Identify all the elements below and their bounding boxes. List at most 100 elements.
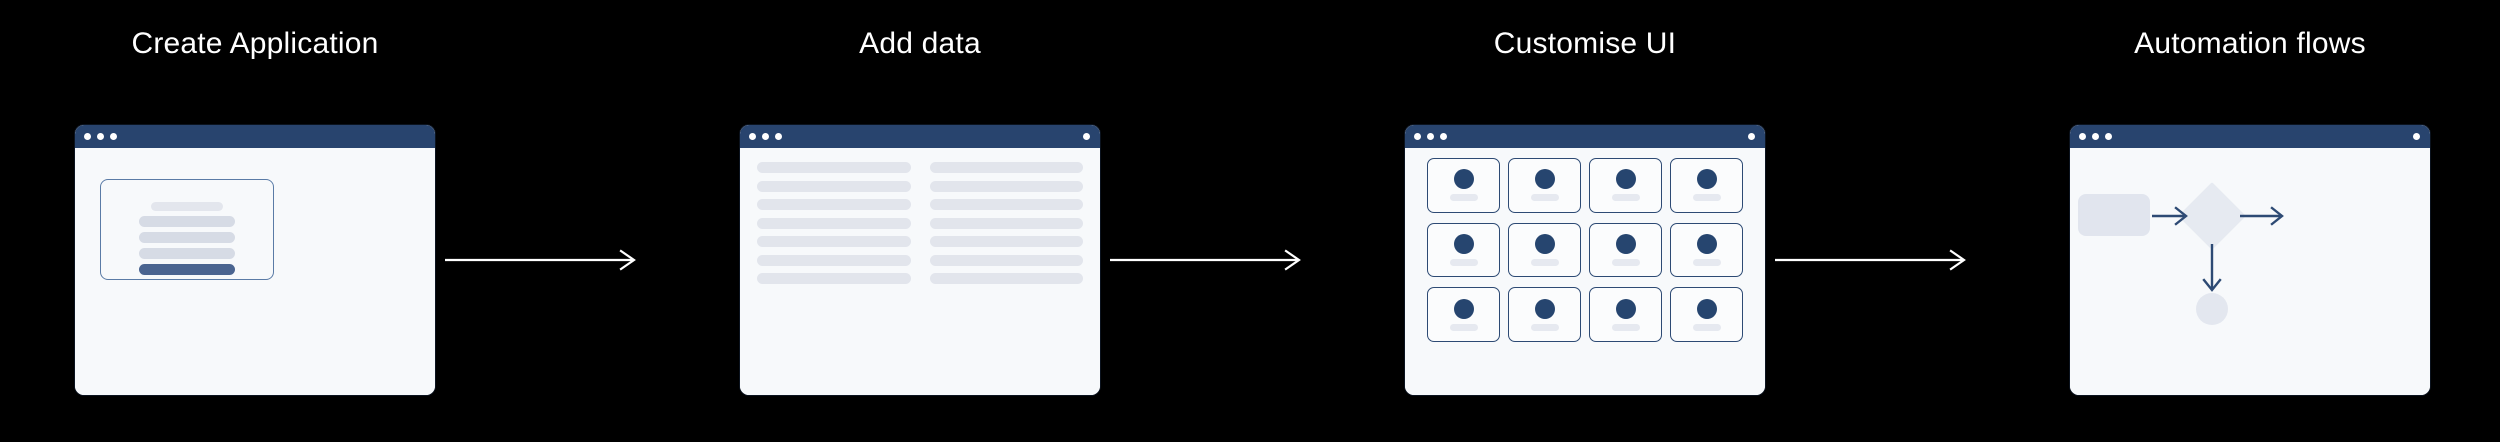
avatar-icon	[1696, 298, 1717, 319]
data-row	[757, 273, 911, 284]
step-title-create-application: Create Application	[131, 27, 379, 60]
ui-card-label-bar	[1449, 323, 1478, 331]
ui-card-label-bar	[1611, 258, 1640, 266]
avatar-icon	[1615, 233, 1636, 254]
canvas-add-data	[740, 148, 1100, 395]
form-bar-stack	[101, 202, 273, 275]
ui-card-label-bar	[1692, 323, 1721, 331]
traffic-light-dot	[110, 133, 117, 140]
window-status-dot-icon	[2413, 133, 2420, 140]
traffic-lights-icon	[2079, 133, 2112, 140]
traffic-light-dot	[775, 133, 782, 140]
data-table	[757, 162, 1083, 284]
traffic-light-dot	[762, 133, 769, 140]
canvas-automation-flows	[2070, 148, 2430, 395]
traffic-light-dot	[1440, 133, 1447, 140]
ui-card-label-bar	[1449, 194, 1478, 202]
form-card	[100, 179, 274, 280]
ui-component-grid	[1427, 158, 1743, 342]
form-submit-bar[interactable]	[139, 264, 235, 275]
avatar-icon	[1534, 298, 1555, 319]
ui-card[interactable]	[1508, 222, 1581, 278]
data-row	[757, 162, 911, 173]
flow-connectors	[2152, 206, 2284, 292]
ui-card[interactable]	[1508, 287, 1581, 342]
connector-customise-to-automation	[1775, 248, 1975, 272]
ui-card-label-bar	[1692, 258, 1721, 266]
ui-card[interactable]	[1670, 158, 1743, 213]
flow-node-end[interactable]	[2196, 293, 2228, 325]
traffic-light-dot	[1427, 133, 1434, 140]
titlebar-add-data	[740, 125, 1100, 148]
data-row	[929, 180, 1083, 192]
titlebar-customise-ui	[1405, 125, 1765, 148]
ui-card-label-bar	[1449, 258, 1478, 266]
traffic-light-dot	[1414, 133, 1421, 140]
avatar-icon	[1615, 169, 1636, 190]
traffic-light-dot	[2105, 133, 2112, 140]
data-row	[757, 217, 911, 229]
avatar-icon	[1696, 169, 1717, 190]
data-row	[929, 217, 1083, 229]
traffic-light-dot	[2092, 133, 2099, 140]
flow-node-process[interactable]	[2078, 194, 2150, 236]
step-add-data: Add data	[740, 0, 1100, 442]
titlebar-automation-flows	[2070, 125, 2430, 148]
data-row	[929, 273, 1083, 284]
avatar-icon	[1534, 233, 1555, 254]
ui-card[interactable]	[1589, 158, 1662, 213]
data-row	[929, 199, 1083, 210]
window-add-data	[740, 125, 1100, 395]
window-create-application	[75, 125, 435, 395]
ui-card-label-bar	[1692, 194, 1721, 202]
canvas-create-application	[75, 148, 435, 395]
data-row	[757, 254, 911, 266]
ui-card[interactable]	[1589, 287, 1662, 342]
ui-card[interactable]	[1670, 287, 1743, 342]
traffic-light-dot	[97, 133, 104, 140]
ui-card[interactable]	[1670, 222, 1743, 278]
ui-card[interactable]	[1427, 158, 1500, 213]
step-title-automation-flows: Automation flows	[2134, 27, 2366, 60]
traffic-lights-icon	[1414, 133, 1447, 140]
avatar-icon	[1453, 169, 1474, 190]
ui-card[interactable]	[1427, 287, 1500, 342]
ui-card[interactable]	[1427, 222, 1500, 278]
avatar-icon	[1453, 298, 1474, 319]
window-customise-ui	[1405, 125, 1765, 395]
window-status-dot-icon	[1748, 133, 1755, 140]
data-row	[757, 199, 911, 210]
arrow-right-icon	[445, 249, 636, 271]
traffic-lights-icon	[749, 133, 782, 140]
titlebar-create-application	[75, 125, 435, 148]
step-customise-ui: Customise UI	[1405, 0, 1765, 442]
data-row	[929, 254, 1083, 266]
data-column-left	[757, 162, 911, 284]
traffic-light-dot	[749, 133, 756, 140]
avatar-icon	[1453, 233, 1474, 254]
data-row	[929, 162, 1083, 173]
step-create-application: Create Application	[75, 0, 435, 442]
window-automation-flows	[2070, 125, 2430, 395]
canvas-customise-ui	[1405, 148, 1765, 395]
avatar-icon	[1615, 298, 1636, 319]
ui-card[interactable]	[1589, 222, 1662, 278]
ui-card-label-bar	[1530, 323, 1559, 331]
step-title-customise-ui: Customise UI	[1493, 27, 1677, 60]
arrow-right-icon	[1110, 249, 1301, 271]
avatar-icon	[1534, 169, 1555, 190]
data-row	[757, 180, 911, 192]
form-field-bar	[139, 248, 235, 259]
form-field-bar	[139, 232, 235, 243]
traffic-lights-icon	[84, 133, 117, 140]
traffic-light-dot	[2079, 133, 2086, 140]
avatar-icon	[1696, 233, 1717, 254]
ui-card-label-bar	[1611, 323, 1640, 331]
window-status-dot-icon	[1083, 133, 1090, 140]
form-label-bar	[151, 202, 223, 211]
data-row	[929, 236, 1083, 247]
ui-card-label-bar	[1530, 258, 1559, 266]
step-automation-flows: Automation flows	[2070, 0, 2430, 442]
ui-card[interactable]	[1508, 158, 1581, 213]
